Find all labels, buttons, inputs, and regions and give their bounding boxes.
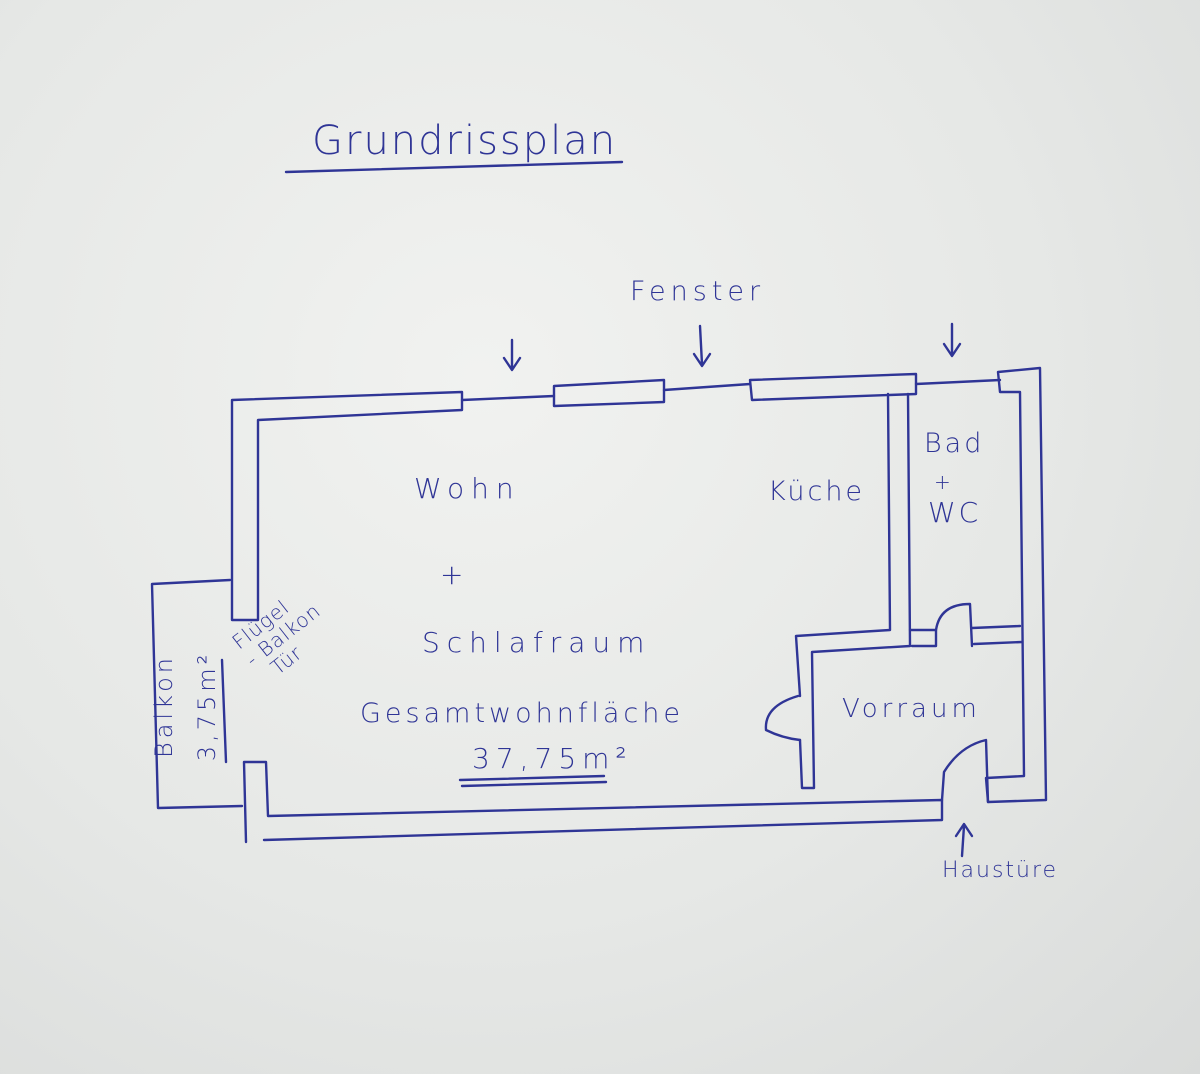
window-3 [914,378,1002,386]
bath-label: Bad [924,428,985,459]
window-1 [460,394,556,402]
front-door [940,738,990,804]
right-wall [984,366,1048,804]
bottom-wall [242,760,944,844]
window-arrow-1 [502,338,522,372]
bath-partition-lower [908,624,1024,648]
window-label: Fenster [630,276,766,307]
balcony-area-underline [220,658,228,764]
window-2 [662,382,752,392]
bath-door [934,602,974,648]
balcony-label: Balkon [150,653,179,759]
left-wall-upper [230,390,464,622]
hallway-label: Vorraum [842,694,981,724]
window-arrow-3 [942,322,962,358]
bedroom-label: Schlafraum [422,626,652,659]
total-area-label: Gesamtwohnfläche [360,698,684,729]
balcony-area-label: 3,75m² [193,650,222,762]
front-door-label: Haustüre [942,858,1059,883]
wc-label: WC [928,496,982,529]
bath-plus: + [934,470,951,494]
kitchen-bath-partition [794,392,912,790]
living-plus: + [440,558,464,591]
wall-segment-mid [552,378,666,408]
plan-title: Grundrissplan [312,118,618,164]
title-underline [284,160,624,174]
window-arrow-2 [692,324,712,368]
kitchen-label: Küche [768,476,866,507]
total-area-value: 37,75m² [472,742,633,775]
front-door-arrow [954,822,974,858]
wall-segment-right [748,372,918,402]
vorraum-door [764,694,802,742]
balcony-outline [150,578,244,810]
area-underline [458,774,608,788]
living-label: Wohn [414,472,521,505]
